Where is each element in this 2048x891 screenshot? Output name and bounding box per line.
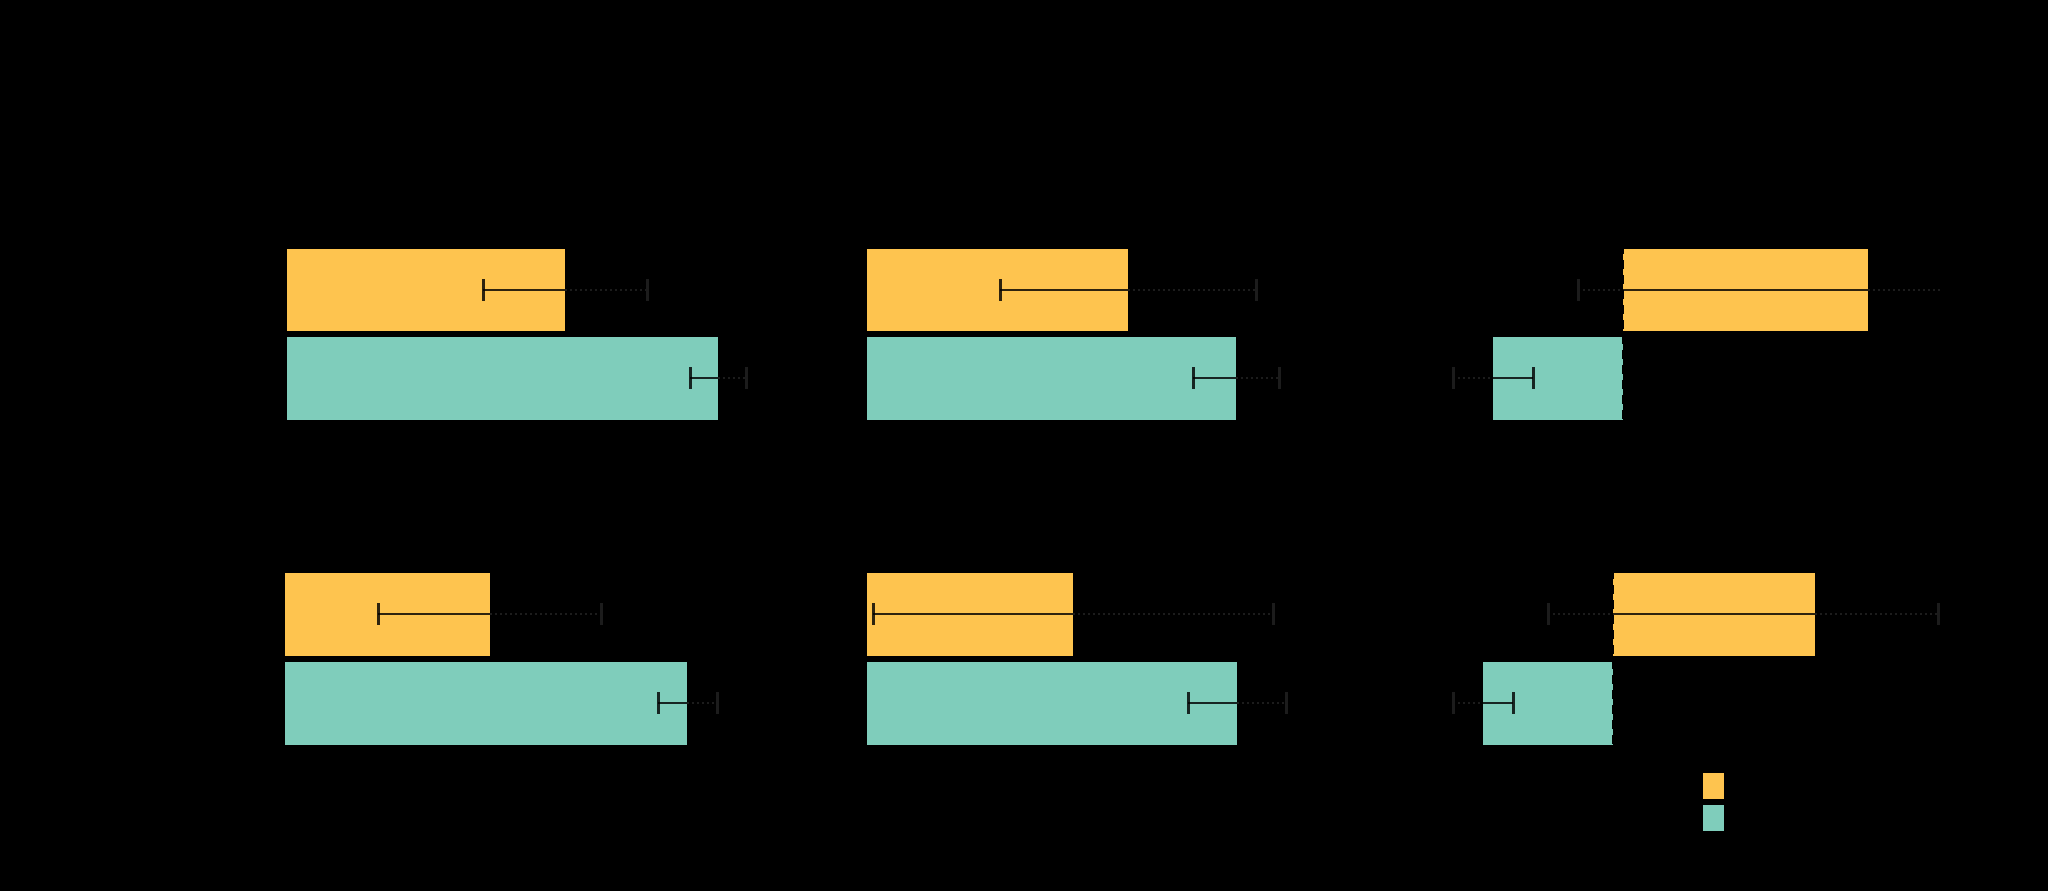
error-cap-faint-top-right-series-a <box>1577 279 1580 301</box>
error-cap-faint-top-middle-series-b <box>1278 367 1281 389</box>
error-cap-top-middle-series-a <box>999 279 1002 301</box>
error-bar-faint-bottom-right-series-a <box>1815 613 1938 615</box>
error-bar-top-right-series-b <box>1493 377 1533 379</box>
bar-bottom-left-series-b <box>285 662 687 745</box>
error-cap-top-right-series-b <box>1532 367 1535 389</box>
error-bar-faint-top-left-series-b <box>718 377 746 379</box>
error-cap-bottom-middle-series-a <box>872 603 875 625</box>
bar-bottom-middle-series-b <box>867 662 1237 745</box>
error-cap-bottom-left-series-b <box>657 692 660 714</box>
error-bar-bottom-right-series-a <box>1613 613 1815 615</box>
error-bar-bottom-middle-series-b <box>1188 702 1237 704</box>
error-bar-bottom-left-series-a <box>378 613 490 615</box>
error-cap-faint-bottom-left-series-b <box>716 692 719 714</box>
error-cap-top-left-series-b <box>689 367 692 389</box>
error-bar-faint-top-middle-series-a <box>1128 289 1256 291</box>
error-cap-faint-top-left-series-b <box>745 367 748 389</box>
error-cap-faint-bottom-left-series-a <box>600 603 603 625</box>
error-cap-faint-top-middle-series-a <box>1255 279 1258 301</box>
zero-reference-line-top-right <box>1622 215 1624 452</box>
error-bar-faint-bottom-right-series-a <box>1548 613 1613 615</box>
error-bar-top-right-series-a <box>1623 289 1868 291</box>
error-cap-top-left-series-a <box>482 279 485 301</box>
error-bar-faint-top-left-series-a <box>565 289 647 291</box>
error-bar-faint-top-middle-series-b <box>1236 377 1279 379</box>
error-bar-top-middle-series-b <box>1193 377 1236 379</box>
bar-top-middle-series-b <box>867 337 1236 420</box>
error-cap-faint-bottom-right-series-a <box>1547 603 1550 625</box>
error-bar-top-left-series-b <box>690 377 718 379</box>
error-cap-top-middle-series-b <box>1192 367 1195 389</box>
error-bar-faint-bottom-left-series-a <box>490 613 601 615</box>
error-cap-bottom-left-series-a <box>377 603 380 625</box>
error-bar-faint-bottom-right-series-b <box>1453 702 1483 704</box>
error-cap-faint-top-left-series-a <box>646 279 649 301</box>
legend-swatch-series-b <box>1703 805 1724 831</box>
legend-swatch-series-a <box>1703 773 1724 799</box>
bar-top-left-series-b <box>287 337 718 420</box>
error-cap-faint-bottom-right-series-a <box>1937 603 1940 625</box>
error-bar-bottom-right-series-b <box>1483 702 1513 704</box>
error-cap-bottom-middle-series-b <box>1187 692 1190 714</box>
error-cap-faint-top-right-series-b <box>1452 367 1455 389</box>
error-cap-faint-bottom-middle-series-b <box>1285 692 1288 714</box>
error-bar-bottom-middle-series-a <box>873 613 1073 615</box>
error-bar-bottom-left-series-b <box>658 702 687 704</box>
error-bar-faint-top-right-series-a <box>1578 289 1623 291</box>
error-bar-faint-top-right-series-a <box>1868 289 1943 291</box>
error-bar-faint-top-right-series-b <box>1453 377 1493 379</box>
error-bar-faint-bottom-middle-series-a <box>1073 613 1273 615</box>
error-cap-faint-bottom-middle-series-a <box>1272 603 1275 625</box>
error-bar-faint-bottom-left-series-b <box>687 702 717 704</box>
error-bar-faint-bottom-middle-series-b <box>1237 702 1286 704</box>
error-bar-top-left-series-a <box>483 289 565 291</box>
error-cap-faint-bottom-right-series-b <box>1452 692 1455 714</box>
error-bar-top-middle-series-a <box>1000 289 1128 291</box>
zero-reference-line-bottom-right <box>1612 540 1614 778</box>
error-cap-bottom-right-series-b <box>1512 692 1515 714</box>
